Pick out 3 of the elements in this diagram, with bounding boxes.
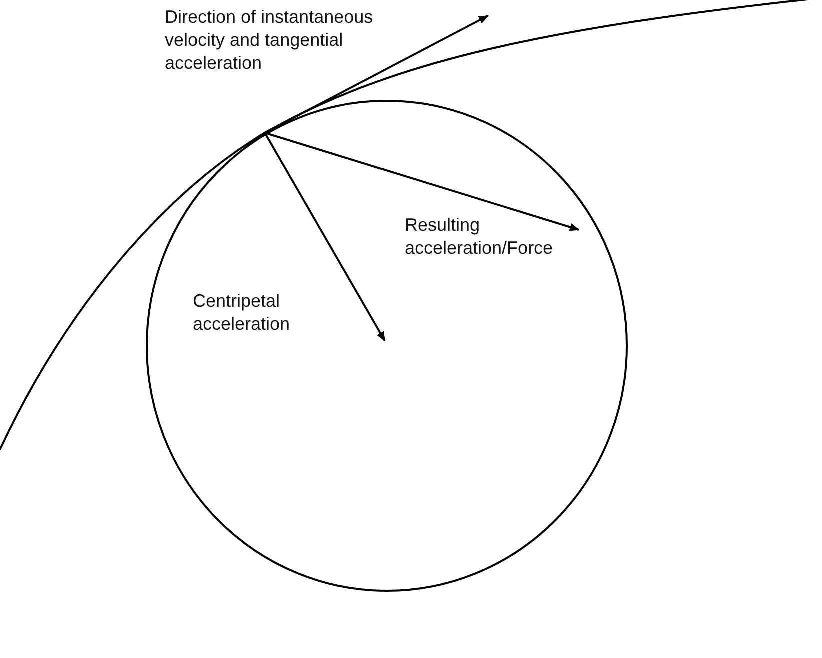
arrow-label: Resulting acceleration/Force bbox=[405, 214, 554, 260]
arrow-label: Centripetal acceleration bbox=[193, 290, 292, 336]
arrow-label: Direction of instantaneous velocity and tangential acceleration bbox=[165, 6, 374, 75]
